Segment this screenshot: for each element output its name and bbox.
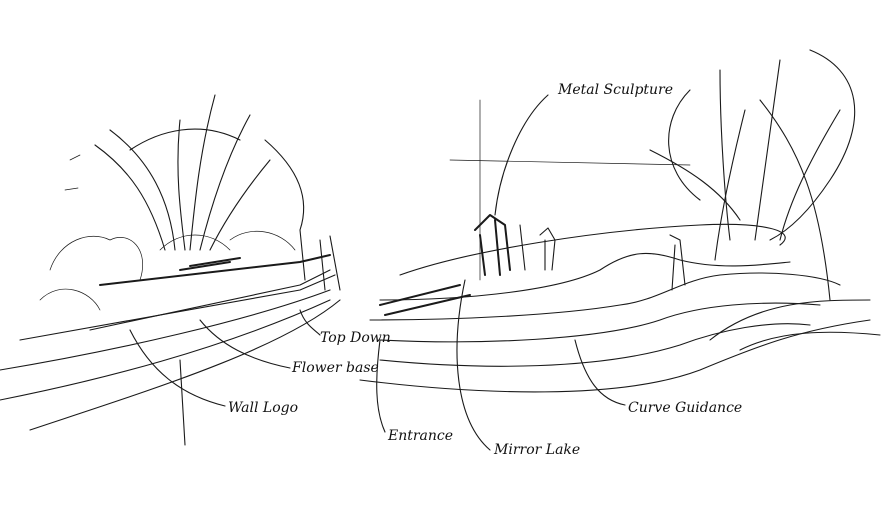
plaza-and-lake xyxy=(359,223,881,393)
label-top-down: Top Down xyxy=(320,330,391,346)
metal-sculpture xyxy=(474,214,686,291)
left-trees xyxy=(39,94,305,311)
leader-lines xyxy=(129,94,626,451)
label-curve-guidance: Curve Guidance xyxy=(628,400,742,416)
right-trees xyxy=(449,49,856,301)
label-metal-sculpture: Metal Sculpture xyxy=(557,82,673,98)
label-mirror-lake: Mirror Lake xyxy=(493,442,580,458)
label-entrance: Entrance xyxy=(387,428,453,444)
label-wall-logo: Wall Logo xyxy=(228,400,298,416)
flower-bed xyxy=(0,229,341,431)
label-flower-base: Flower base xyxy=(291,360,379,376)
